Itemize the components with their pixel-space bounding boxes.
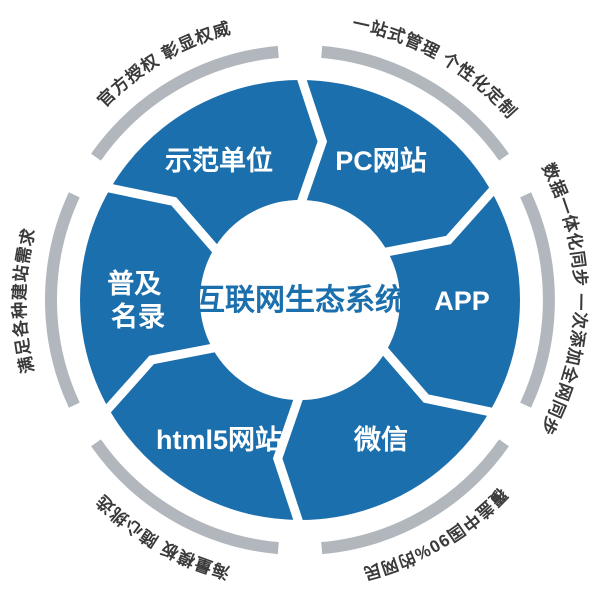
segment-label-html5-site: html5网站 [156, 425, 282, 455]
segment-labels: 示范单位 PC网站 APP 微信 html5网站 普及 名录 [107, 145, 490, 455]
chevron-separator-icon [378, 344, 497, 418]
outer-arc-bottom [91, 439, 279, 555]
segment-label-wechat: 微信 [353, 425, 408, 455]
outer-arc-ring [45, 45, 555, 555]
segment-label-directory: 普及 名录 [107, 268, 169, 332]
center-title: 互联网生态系统 [195, 283, 405, 317]
chevron-separator-icon [380, 184, 500, 258]
segment-label-pc-site: PC网站 [335, 146, 427, 176]
outer-arc-right [321, 439, 509, 555]
outer-label-left: 满足各种建站需求 [9, 226, 39, 376]
blue-ring [80, 80, 520, 520]
outer-arc-left [45, 192, 80, 408]
center-circle [200, 200, 400, 400]
outer-arc-top-right [520, 192, 555, 408]
chevron-separator-icon [295, 72, 328, 208]
chevron-separator-icon [100, 342, 220, 416]
chevron-separator-icon [103, 182, 222, 256]
chevron-separator-icon [272, 392, 305, 528]
segment-separators [100, 72, 500, 528]
outer-arc-top-left [321, 45, 509, 161]
segment-label-demo-units: 示范单位 [165, 145, 273, 176]
outer-arc-upper-left [91, 45, 279, 161]
segment-label-app: APP [434, 286, 490, 316]
